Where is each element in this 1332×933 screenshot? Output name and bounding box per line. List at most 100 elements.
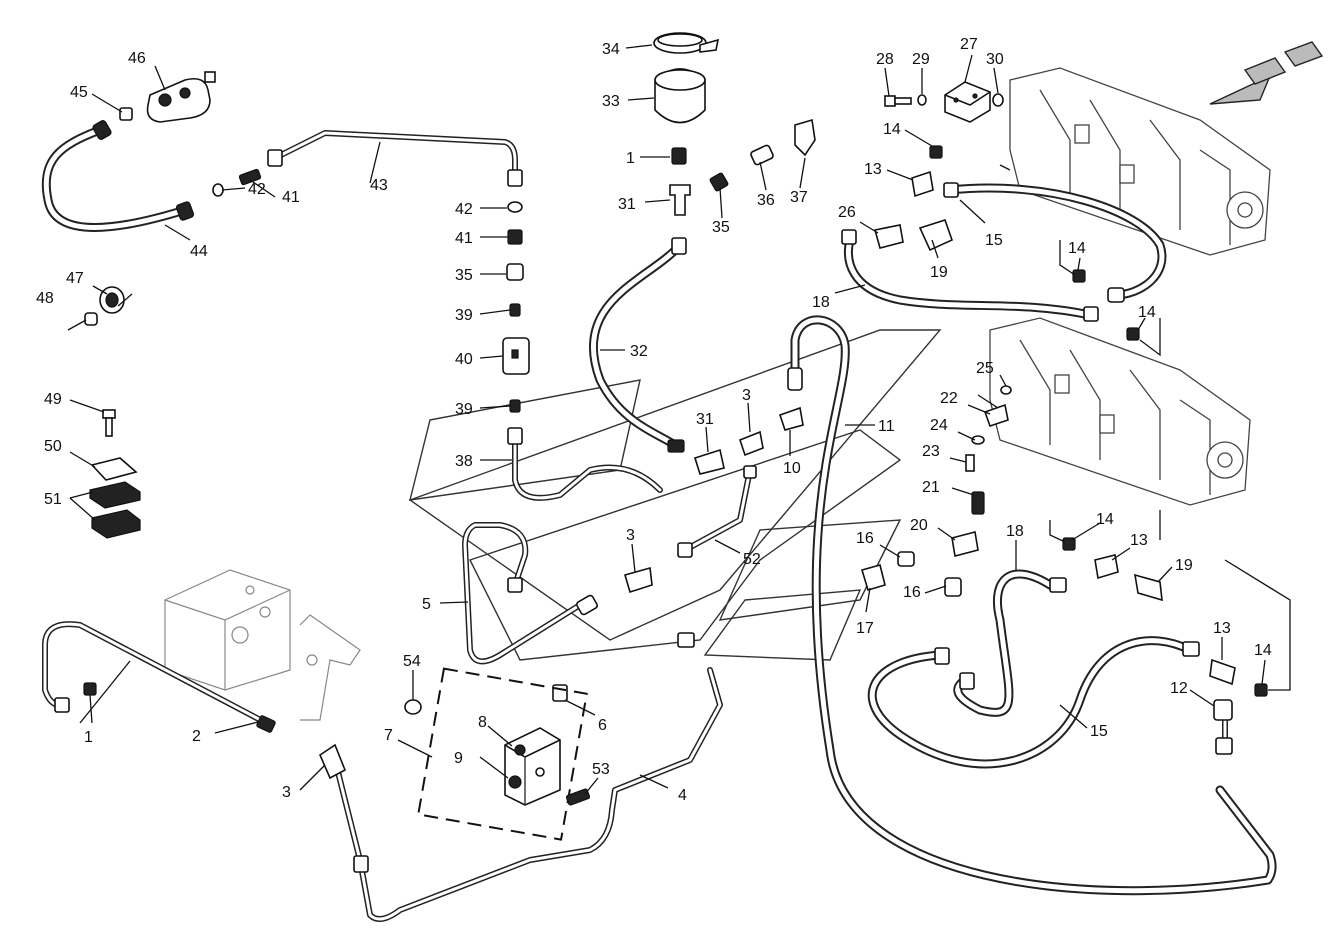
hose-18-upper	[843, 235, 1095, 320]
callout-14e: 14	[1254, 642, 1272, 659]
accumulator-33-icon	[654, 68, 706, 124]
callout-8: 8	[478, 714, 487, 731]
callout-31b: 31	[696, 411, 714, 428]
callout-30: 30	[986, 51, 1004, 68]
callout-41b: 41	[455, 230, 473, 247]
callout-13a: 13	[864, 161, 882, 178]
callout-3b: 3	[626, 527, 635, 544]
valve-40-icon	[502, 337, 530, 375]
callout-18b: 18	[1006, 523, 1024, 540]
hose-44	[41, 125, 190, 232]
callout-24: 24	[930, 417, 948, 434]
callout-45: 45	[70, 84, 88, 101]
callout-labels: 46 45 41 42 44 43 42 41 35 39 40 39 38 4…	[36, 36, 1272, 804]
callout-38: 38	[455, 453, 473, 470]
callout-32: 32	[630, 343, 648, 360]
hose-32	[588, 240, 685, 450]
callout-43: 43	[370, 177, 388, 194]
callout-12: 12	[1170, 680, 1188, 697]
callout-42b: 42	[455, 201, 473, 218]
pipe-5	[462, 522, 583, 665]
callout-1b: 1	[84, 729, 93, 746]
callout-40: 40	[455, 351, 473, 368]
callout-46: 46	[128, 50, 146, 67]
callout-52: 52	[743, 551, 761, 568]
callout-1a: 1	[626, 150, 635, 167]
callout-39a: 39	[455, 307, 473, 324]
callout-35a: 35	[455, 267, 473, 284]
callout-29: 29	[912, 51, 930, 68]
callout-19b: 19	[1175, 557, 1193, 574]
pipe-3-lower	[332, 667, 723, 922]
callout-22: 22	[940, 390, 958, 407]
callout-21: 21	[922, 479, 940, 496]
pump-assembly-lower	[989, 317, 1251, 506]
callout-20: 20	[910, 517, 928, 534]
callout-41a: 41	[282, 189, 300, 206]
callout-7: 7	[384, 727, 393, 744]
leader-lines	[67, 44, 1291, 795]
callout-14d: 14	[1096, 511, 1114, 528]
hose-18-lower	[953, 569, 1055, 717]
hose-15-upper	[945, 183, 1167, 300]
pipe-2	[42, 621, 273, 728]
callout-53: 53	[592, 761, 610, 778]
valve-block-7-icon	[417, 667, 588, 841]
valve-block-ghost	[164, 569, 361, 721]
callout-35b: 35	[712, 219, 730, 236]
callout-48: 48	[36, 290, 54, 307]
callout-14a: 14	[883, 121, 901, 138]
callout-9: 9	[454, 750, 463, 767]
callout-5: 5	[422, 596, 431, 613]
callout-42a: 42	[248, 181, 266, 198]
callout-4: 4	[678, 787, 687, 804]
callout-18a: 18	[812, 294, 830, 311]
callout-17: 17	[856, 620, 874, 637]
callout-49: 49	[44, 391, 62, 408]
direction-arrow-icon	[1209, 41, 1324, 105]
callout-19a: 19	[930, 264, 948, 281]
callout-51: 51	[44, 491, 62, 508]
callout-25: 25	[976, 360, 994, 377]
pipe-52	[682, 467, 753, 553]
callout-15b: 15	[1090, 723, 1108, 740]
pipe-43	[272, 130, 518, 178]
callout-11: 11	[878, 418, 895, 435]
pump-assembly-upper	[1009, 67, 1271, 256]
block-27-icon	[944, 81, 991, 123]
callout-13b: 13	[1130, 532, 1148, 549]
callout-3a: 3	[742, 387, 751, 404]
callout-33: 33	[602, 93, 620, 110]
callout-3c: 3	[282, 784, 291, 801]
hose-15-lower	[867, 636, 1195, 769]
filter-46-icon	[146, 71, 216, 123]
callout-37: 37	[790, 189, 808, 206]
callout-27: 27	[960, 36, 978, 53]
callout-15a: 15	[985, 232, 1003, 249]
callout-34: 34	[602, 41, 620, 58]
callout-39b: 39	[455, 401, 473, 418]
callout-14b: 14	[1068, 240, 1086, 257]
callout-14c: 14	[1138, 304, 1156, 321]
clamp-34-icon	[653, 32, 720, 54]
callout-54: 54	[403, 653, 421, 670]
callout-2: 2	[192, 728, 201, 745]
callout-13c: 13	[1213, 620, 1231, 637]
callout-23: 23	[922, 443, 940, 460]
callout-28: 28	[876, 51, 894, 68]
callout-26: 26	[838, 204, 856, 221]
callout-36: 36	[757, 192, 775, 209]
callout-10: 10	[783, 460, 801, 477]
pipe-38	[512, 437, 663, 501]
callout-16b: 16	[903, 584, 921, 601]
callout-47: 47	[66, 270, 84, 287]
callout-44: 44	[190, 243, 208, 260]
clamp-51-icon	[89, 481, 141, 539]
watermark-outline	[408, 329, 942, 661]
callout-31a: 31	[618, 196, 636, 213]
callout-16a: 16	[856, 530, 874, 547]
fittings	[54, 32, 1268, 873]
callout-6: 6	[598, 717, 607, 734]
callout-50: 50	[44, 438, 62, 455]
